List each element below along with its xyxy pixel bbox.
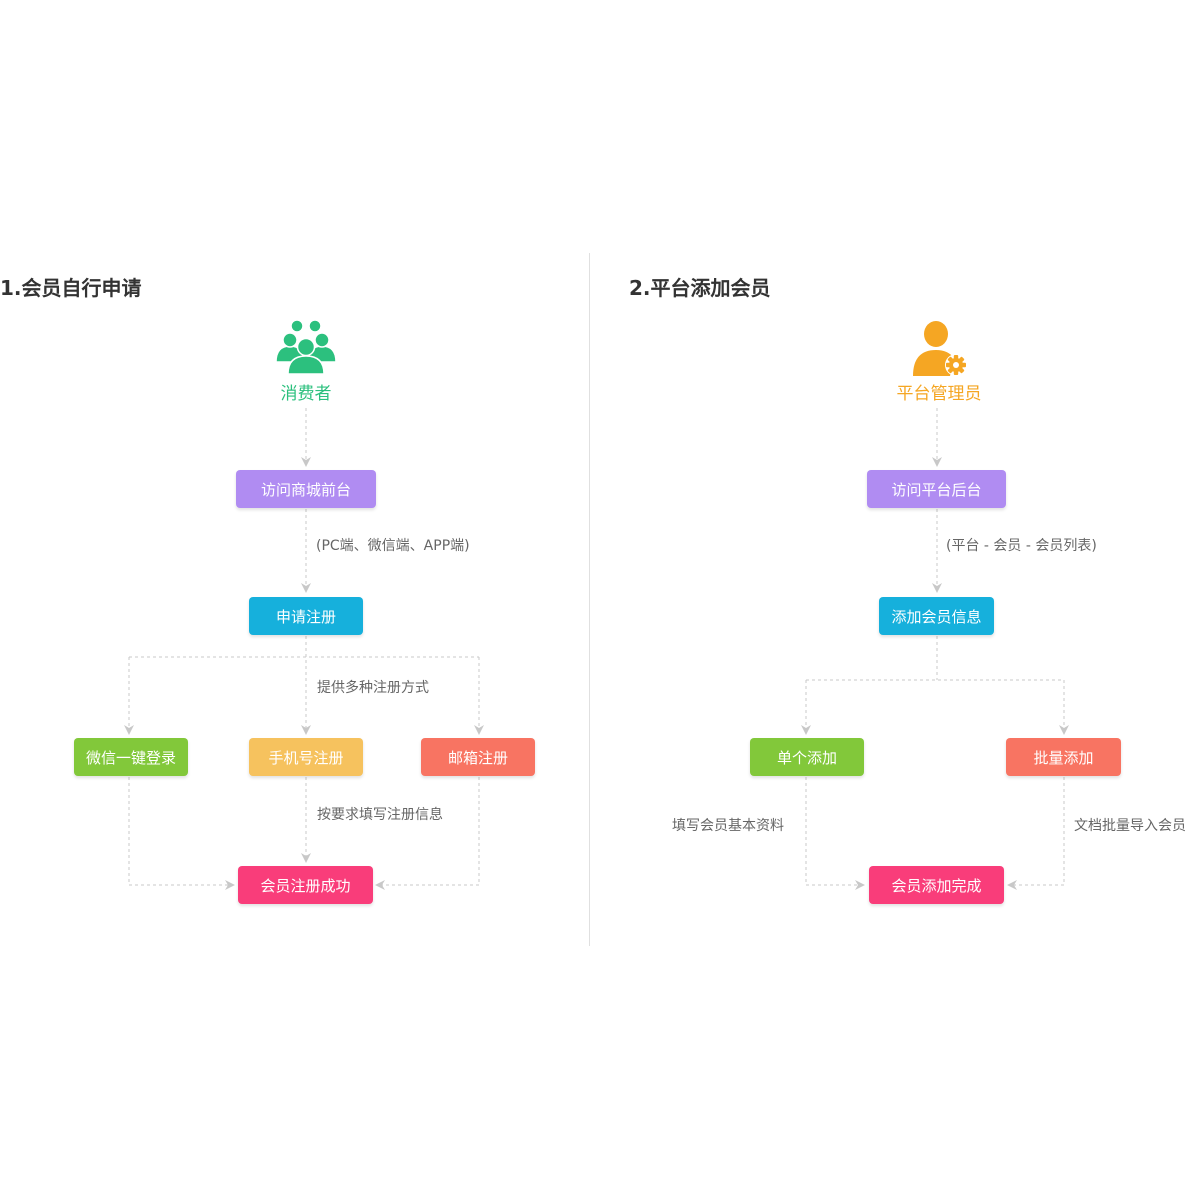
option-email-register: 邮箱注册 <box>421 738 535 776</box>
option-wechat-login: 微信一键登录 <box>74 738 188 776</box>
step-add-member-info: 添加会员信息 <box>879 597 994 635</box>
arrow-wechat-to-result <box>128 777 235 890</box>
note-channels: (PC端、微信端、APP端) <box>316 538 470 554</box>
option-phone-register: 手机号注册 <box>249 738 363 776</box>
note-register-methods: 提供多种注册方式 <box>317 680 429 696</box>
section-title-platform-add: 2.平台添加会员 <box>629 276 771 300</box>
option-single-add: 单个添加 <box>750 738 864 776</box>
note-fill-info: 按要求填写注册信息 <box>317 807 443 823</box>
admin-gear-icon <box>913 321 967 376</box>
step-visit-storefront: 访问商城前台 <box>236 470 376 508</box>
actor-consumer: 消费者 <box>280 384 332 404</box>
step-visit-backend: 访问平台后台 <box>867 470 1006 508</box>
actor-platform-admin: 平台管理员 <box>896 384 982 404</box>
arrow-batch-to-result <box>1007 777 1065 890</box>
note-batch-import: 文档批量导入会员 <box>1074 818 1186 834</box>
users-group-icon <box>275 319 337 375</box>
arrow-email-to-result <box>375 777 480 890</box>
result-register-success: 会员注册成功 <box>238 866 373 904</box>
option-batch-add: 批量添加 <box>1006 738 1121 776</box>
note-fill-basic-info: 填写会员基本资料 <box>672 818 784 834</box>
section-divider <box>589 253 590 946</box>
arrow-single-to-result <box>805 777 865 890</box>
section-title-self-apply: 1.会员自行申请 <box>0 276 142 300</box>
step-apply-register: 申请注册 <box>249 597 363 635</box>
note-menu-path: (平台 - 会员 - 会员列表) <box>946 538 1097 554</box>
result-add-complete: 会员添加完成 <box>869 866 1004 904</box>
